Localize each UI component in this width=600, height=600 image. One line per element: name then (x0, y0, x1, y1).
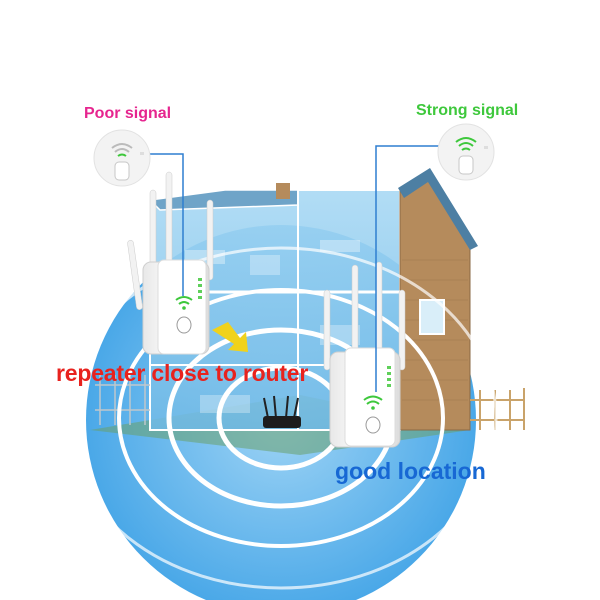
poor-signal-label: Poor signal (84, 105, 172, 122)
good-location-label: good location (335, 458, 486, 484)
router-icon (263, 395, 301, 428)
strong-wifi-icon (437, 123, 495, 181)
strong-signal-label: Strong signal (416, 102, 519, 119)
repeater-poor (127, 171, 214, 355)
callout-lines (137, 145, 446, 392)
repeater-strong (323, 261, 406, 448)
signal-waves (64, 246, 498, 590)
repeater-close-label: repeater close to router (56, 360, 309, 386)
weak-wifi-icon (93, 129, 151, 187)
arrow-icon (212, 322, 248, 352)
